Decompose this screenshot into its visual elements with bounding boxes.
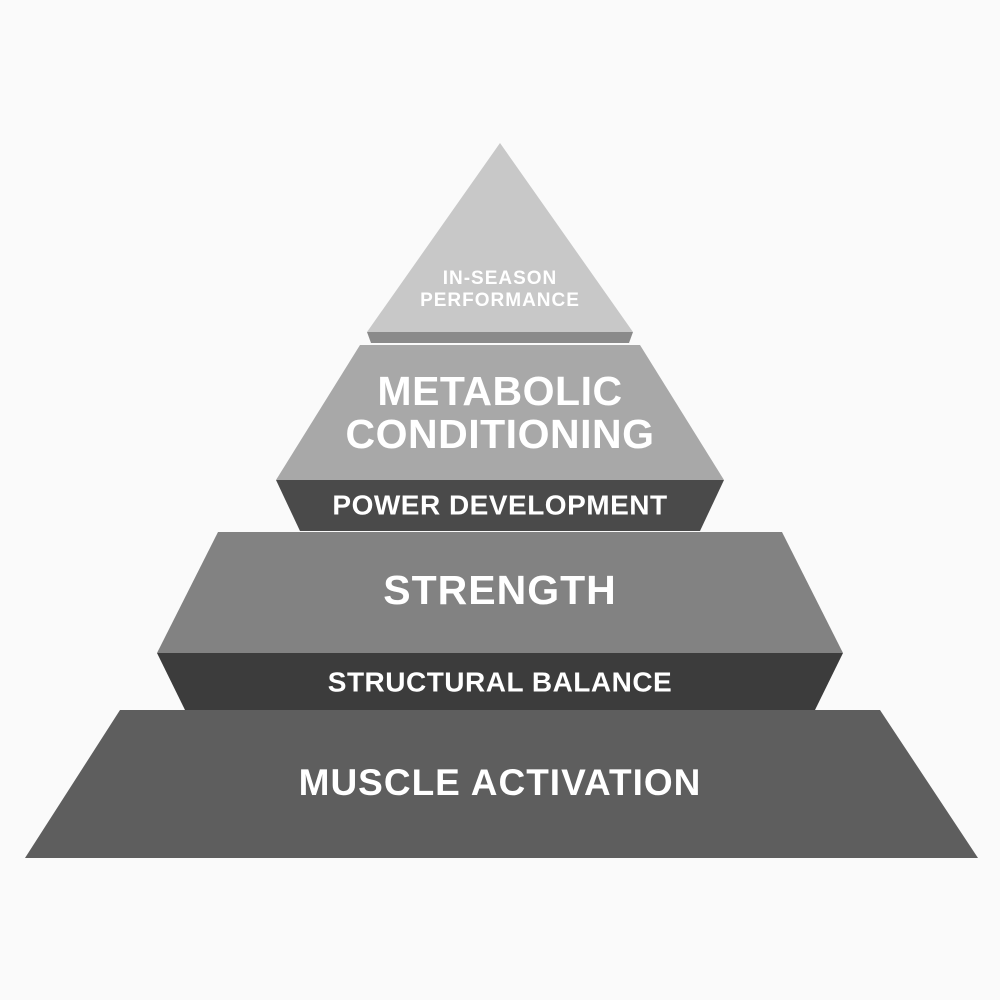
tier-apex-label-line2: PERFORMANCE <box>420 290 580 311</box>
pyramid-tier-muscle-activation[interactable]: MUSCLE ACTIVATION <box>25 710 978 858</box>
tier-apex-edge <box>367 332 633 343</box>
tier-power-face <box>276 480 724 531</box>
tier-power-label: POWER DEVELOPMENT <box>332 489 667 520</box>
tier-structural-face <box>157 653 843 710</box>
tier-apex-face <box>367 143 633 332</box>
pyramid-tier-strength[interactable]: STRENGTH <box>157 532 843 653</box>
tier-base-label: MUSCLE ACTIVATION <box>299 762 702 803</box>
pyramid-tier-structural-balance[interactable]: STRUCTURAL BALANCE <box>157 653 843 710</box>
tier-apex-label-line1: IN-SEASON <box>443 268 558 289</box>
tier-metabolic-label-line2: CONDITIONING <box>346 411 655 457</box>
pyramid-tier-in-season-performance[interactable]: IN-SEASON PERFORMANCE <box>367 143 633 343</box>
tier-metabolic-face <box>276 345 724 480</box>
tier-strength-label: STRENGTH <box>383 567 617 613</box>
tier-metabolic-label-line1: METABOLIC <box>377 368 622 414</box>
pyramid-tier-power-development[interactable]: POWER DEVELOPMENT <box>276 480 724 531</box>
tier-base-face <box>25 710 978 858</box>
pyramid-tier-metabolic-conditioning[interactable]: METABOLIC CONDITIONING <box>276 345 724 480</box>
tier-strength-face <box>157 532 843 653</box>
tier-structural-label: STRUCTURAL BALANCE <box>328 666 672 697</box>
